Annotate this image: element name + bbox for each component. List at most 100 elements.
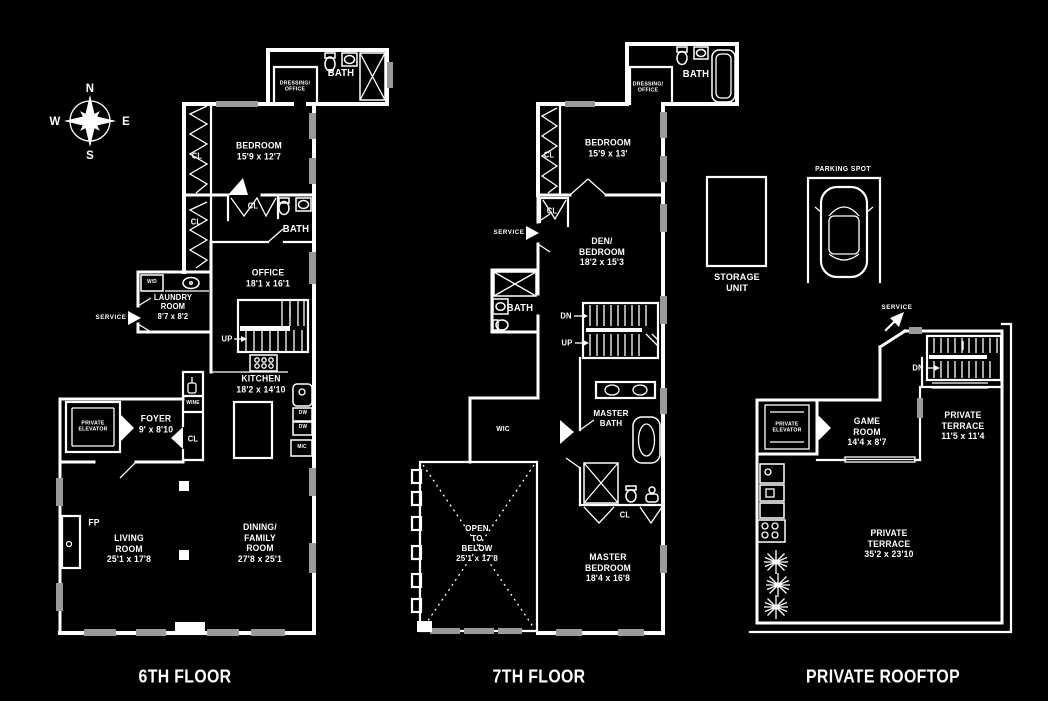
compass-n: N xyxy=(85,80,95,95)
compass-w: W xyxy=(49,113,61,128)
label-dn-roof: DN xyxy=(912,363,924,373)
laundry-sink-icon xyxy=(165,276,209,292)
parking-spot-outline xyxy=(806,176,882,284)
label-cl-3-7f: CL xyxy=(619,510,631,520)
label-open-to-below-7f: OPEN TO BELOW 25'1 x 17'8 xyxy=(456,522,498,564)
label-up-6f: UP xyxy=(221,334,233,344)
closet-double-doors xyxy=(639,506,663,525)
column xyxy=(175,622,205,633)
label-private-elevator-roof: PRIVATE ELEVATOR xyxy=(772,421,802,434)
stairs-dn-roof xyxy=(925,334,1003,389)
window xyxy=(309,468,316,496)
closet-double-doors xyxy=(230,196,277,218)
label-service-roof: SERVICE xyxy=(881,304,913,312)
label-dressing-office-7f: DRESSING/ OFFICE xyxy=(632,81,664,94)
grill-icon xyxy=(756,519,786,543)
outdoor-kitchen-icons xyxy=(756,463,786,543)
toilet-icon xyxy=(625,485,637,503)
label-terrace-big: PRIVATE TERRACE 35'2 x 23'10 xyxy=(864,528,914,560)
plant-icon xyxy=(763,594,789,620)
service-arrow-icon xyxy=(128,311,141,325)
label-den-7f: DEN/ BEDROOM 18'2 x 15'3 xyxy=(579,236,625,268)
title-6th-floor: 6TH FLOOR xyxy=(138,666,232,687)
door-swing xyxy=(228,178,248,195)
compass-e: E xyxy=(122,113,130,128)
sink-icon xyxy=(693,46,709,60)
window xyxy=(556,629,582,636)
fireplace-icon xyxy=(60,514,82,570)
window xyxy=(660,388,667,414)
window xyxy=(660,204,667,232)
stove-icon xyxy=(249,354,278,372)
sliding-glass-door xyxy=(844,456,916,463)
window xyxy=(207,629,239,636)
bathtub-icon xyxy=(711,49,736,103)
label-dressing-office-6f: DRESSING/ OFFICE xyxy=(279,80,311,93)
window xyxy=(309,252,316,284)
label-cl-1-6f: CL xyxy=(191,151,203,161)
label-up-7f: UP xyxy=(561,338,573,348)
storage-unit-box xyxy=(705,175,768,268)
label-terrace-small: PRIVATE TERRACE 11'5 x 11'4 xyxy=(941,410,985,442)
label-parking-spot: PARKING SPOT xyxy=(815,165,871,173)
column xyxy=(179,550,189,560)
compass-rose-icon xyxy=(64,95,116,147)
label-cl-2-7f: CL xyxy=(546,206,558,216)
window xyxy=(917,398,923,418)
title-7th-floor: 7TH FLOOR xyxy=(492,666,586,687)
label-living-6f: LIVING ROOM 25'1 x 17'8 xyxy=(106,533,152,565)
label-bath-top-6f: BATH xyxy=(327,68,355,80)
kitchen-island xyxy=(232,400,274,460)
dn-arrow xyxy=(582,313,588,319)
label-kitchen-6f: KITCHEN 18'2 x 14'10 xyxy=(236,373,286,394)
window xyxy=(387,62,393,88)
bathtub-icon xyxy=(632,416,661,464)
label-cl-1-7f: CL xyxy=(543,150,555,160)
label-fp-6f: FP xyxy=(88,517,100,528)
window xyxy=(136,629,166,636)
elevator-door-swing xyxy=(817,414,831,442)
label-dn-7f: DN xyxy=(560,311,572,321)
up-arrow xyxy=(583,340,589,346)
label-service-6f: SERVICE xyxy=(95,314,127,322)
label-bath-top-7f: BATH xyxy=(682,69,710,81)
label-laundry-6f: LAUNDRY ROOM 8'7 x 8'2 xyxy=(153,292,193,321)
window xyxy=(309,543,316,573)
label-wine-6f: WINE xyxy=(186,400,200,407)
label-bath-mid-7f: BATH xyxy=(506,303,534,315)
window xyxy=(660,545,667,573)
double-sink-icon xyxy=(594,380,657,400)
window xyxy=(309,158,316,184)
window xyxy=(618,629,644,636)
elevator-door-swing xyxy=(120,414,134,442)
rooftop-plan xyxy=(705,175,1013,634)
window xyxy=(660,296,667,324)
sink-icon xyxy=(295,197,312,212)
floor7-plan xyxy=(410,42,739,636)
window xyxy=(660,156,667,182)
closet-double-doors xyxy=(583,506,615,524)
label-bedroom-6f: BEDROOM 15'9 x 12'7 xyxy=(236,140,282,161)
stairs-up-6f xyxy=(234,298,310,354)
compass-s: S xyxy=(86,147,94,162)
shower-icon xyxy=(583,462,619,504)
open-to-below-area xyxy=(410,460,539,634)
label-dw1-6f: DW xyxy=(298,410,307,417)
toilet-icon xyxy=(324,52,336,72)
window xyxy=(216,101,258,107)
plant-icon xyxy=(765,572,791,598)
toilet-icon xyxy=(278,197,290,216)
car-icon xyxy=(814,185,874,279)
door-swing xyxy=(560,420,574,444)
label-office-6f: OFFICE 18'1 x 16'1 xyxy=(245,267,291,288)
label-storage-unit: STORAGE UNIT xyxy=(714,271,760,294)
title-private-rooftop: PRIVATE ROOFTOP xyxy=(805,666,961,687)
washer-dryer-icon xyxy=(140,274,164,292)
label-dining-6f: DINING/ FAMILY ROOM 27'8 x 25'1 xyxy=(237,521,283,564)
window xyxy=(660,112,667,138)
floor6-plan xyxy=(56,48,393,636)
closet-door-zigzag xyxy=(188,201,209,269)
toilet-icon xyxy=(492,319,509,331)
